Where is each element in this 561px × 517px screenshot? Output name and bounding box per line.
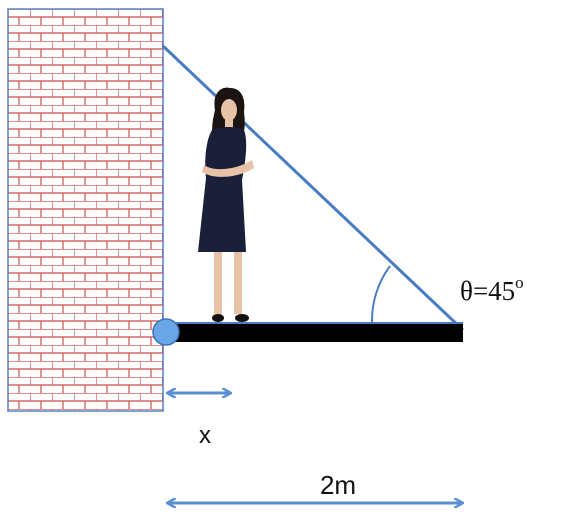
support-cable xyxy=(161,44,465,332)
angle-label: θ=45o xyxy=(460,273,524,306)
brick-wall xyxy=(7,8,164,412)
right-leg xyxy=(234,252,242,314)
left-leg xyxy=(214,252,222,314)
horizontal-beam xyxy=(165,322,463,342)
x-label: x xyxy=(199,422,211,449)
angle-symbol: θ xyxy=(460,276,473,306)
left-shoe xyxy=(212,314,224,322)
crossed-arms xyxy=(202,160,254,177)
length-label: 2m xyxy=(320,470,356,500)
right-shoe xyxy=(235,314,249,322)
hinge-pin-icon xyxy=(152,318,180,346)
angle-unit: o xyxy=(515,273,524,292)
angle-arc xyxy=(370,265,391,324)
woman-figure xyxy=(198,87,254,322)
neck xyxy=(225,118,233,128)
dress xyxy=(198,127,247,252)
face xyxy=(221,99,237,121)
angle-value: =45 xyxy=(473,276,515,306)
